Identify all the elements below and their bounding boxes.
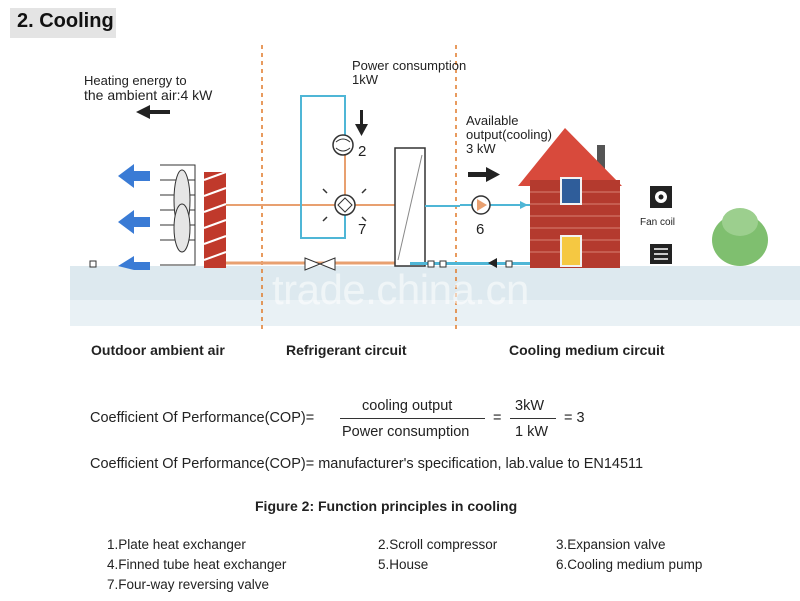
air-outflow-arrow-icon xyxy=(118,210,150,234)
fan-icon xyxy=(160,164,196,266)
power-note: Power consumption 1kW xyxy=(352,59,466,87)
legend-item: 4.Finned tube heat exchanger xyxy=(107,557,287,572)
valve-number: 7 xyxy=(358,221,367,238)
output-note-line: 3 kW xyxy=(466,141,496,156)
power-note-line: 1kW xyxy=(352,72,378,87)
small-marker xyxy=(439,260,447,268)
fan-coil-icon xyxy=(650,186,672,208)
cop-denominator: Power consumption xyxy=(342,424,470,440)
cop-label: Coefficient Of Performance(COP)= xyxy=(90,410,315,426)
four-way-valve-icon xyxy=(322,188,367,222)
finned-tube-heat-exchanger xyxy=(203,171,227,268)
legend-item: 1.Plate heat exchanger xyxy=(107,537,246,552)
air-outflow-arrow-icon xyxy=(118,256,150,270)
fraction-bar xyxy=(510,418,556,419)
air-outflow-arrow-icon xyxy=(118,164,150,188)
refrigerant-loop xyxy=(300,95,346,239)
section-refrigerant: Refrigerant circuit xyxy=(286,342,407,358)
value-denominator: 1 kW xyxy=(515,424,549,440)
expansion-valve-icon xyxy=(304,257,336,271)
pump-number: 6 xyxy=(476,221,485,238)
heating-note-line: Heating energy to xyxy=(84,73,187,88)
water-line-bottom xyxy=(410,262,550,265)
return-arrow-icon xyxy=(488,258,497,268)
legend-item: 7.Four-way reversing valve xyxy=(107,577,270,592)
small-marker xyxy=(89,260,97,268)
output-note: Available output(cooling) 3 kW xyxy=(466,114,552,156)
radiator-icon xyxy=(650,244,672,264)
section-outdoor: Outdoor ambient air xyxy=(91,342,225,358)
ground-shadow xyxy=(70,300,800,326)
legend-item: 3.Expansion valve xyxy=(556,537,666,552)
plate-heat-exchanger xyxy=(394,147,460,267)
fraction-bar xyxy=(340,418,485,419)
cop-result: = 3 xyxy=(564,410,585,426)
scroll-compressor-icon xyxy=(332,134,354,156)
cooling-medium-pump-icon xyxy=(471,195,491,215)
heating-arrow-icon xyxy=(136,105,170,119)
cooling-diagram xyxy=(70,45,800,332)
fan-coil-label: Fan coil xyxy=(640,217,676,228)
compressor-number: 2 xyxy=(358,143,367,160)
house-icon xyxy=(518,128,622,268)
output-note-line: Available xyxy=(466,113,519,128)
small-marker xyxy=(427,260,435,268)
power-note-line: Power consumption xyxy=(352,58,467,73)
output-note-line: output(cooling) xyxy=(466,127,552,142)
value-numerator: 3kW xyxy=(515,398,544,414)
power-arrow-icon xyxy=(355,110,368,136)
heating-note-line: the ambient air:4 kW xyxy=(84,87,213,103)
header-background xyxy=(10,8,116,38)
section-cooling: Cooling medium circuit xyxy=(509,342,665,358)
tree-icon xyxy=(712,208,768,266)
cop-numerator: cooling output xyxy=(362,398,453,414)
legend-item: 5.House xyxy=(378,557,429,572)
output-arrow-icon xyxy=(468,167,500,182)
legend-item: 6.Cooling medium pump xyxy=(556,557,703,572)
cop-spec-line: Coefficient Of Performance(COP)= manufac… xyxy=(90,456,644,472)
figure-caption: Figure 2: Function principles in cooling xyxy=(255,498,518,514)
small-marker xyxy=(505,260,513,268)
page-title: 2. Cooling xyxy=(17,10,114,32)
watermark: trade.china.cn xyxy=(272,266,529,313)
equals-sign: = xyxy=(493,410,502,426)
water-arrow-icon xyxy=(520,201,528,209)
heating-note: Heating energy to the ambient air:4 kW xyxy=(84,73,213,103)
legend-item: 2.Scroll compressor xyxy=(378,537,498,552)
